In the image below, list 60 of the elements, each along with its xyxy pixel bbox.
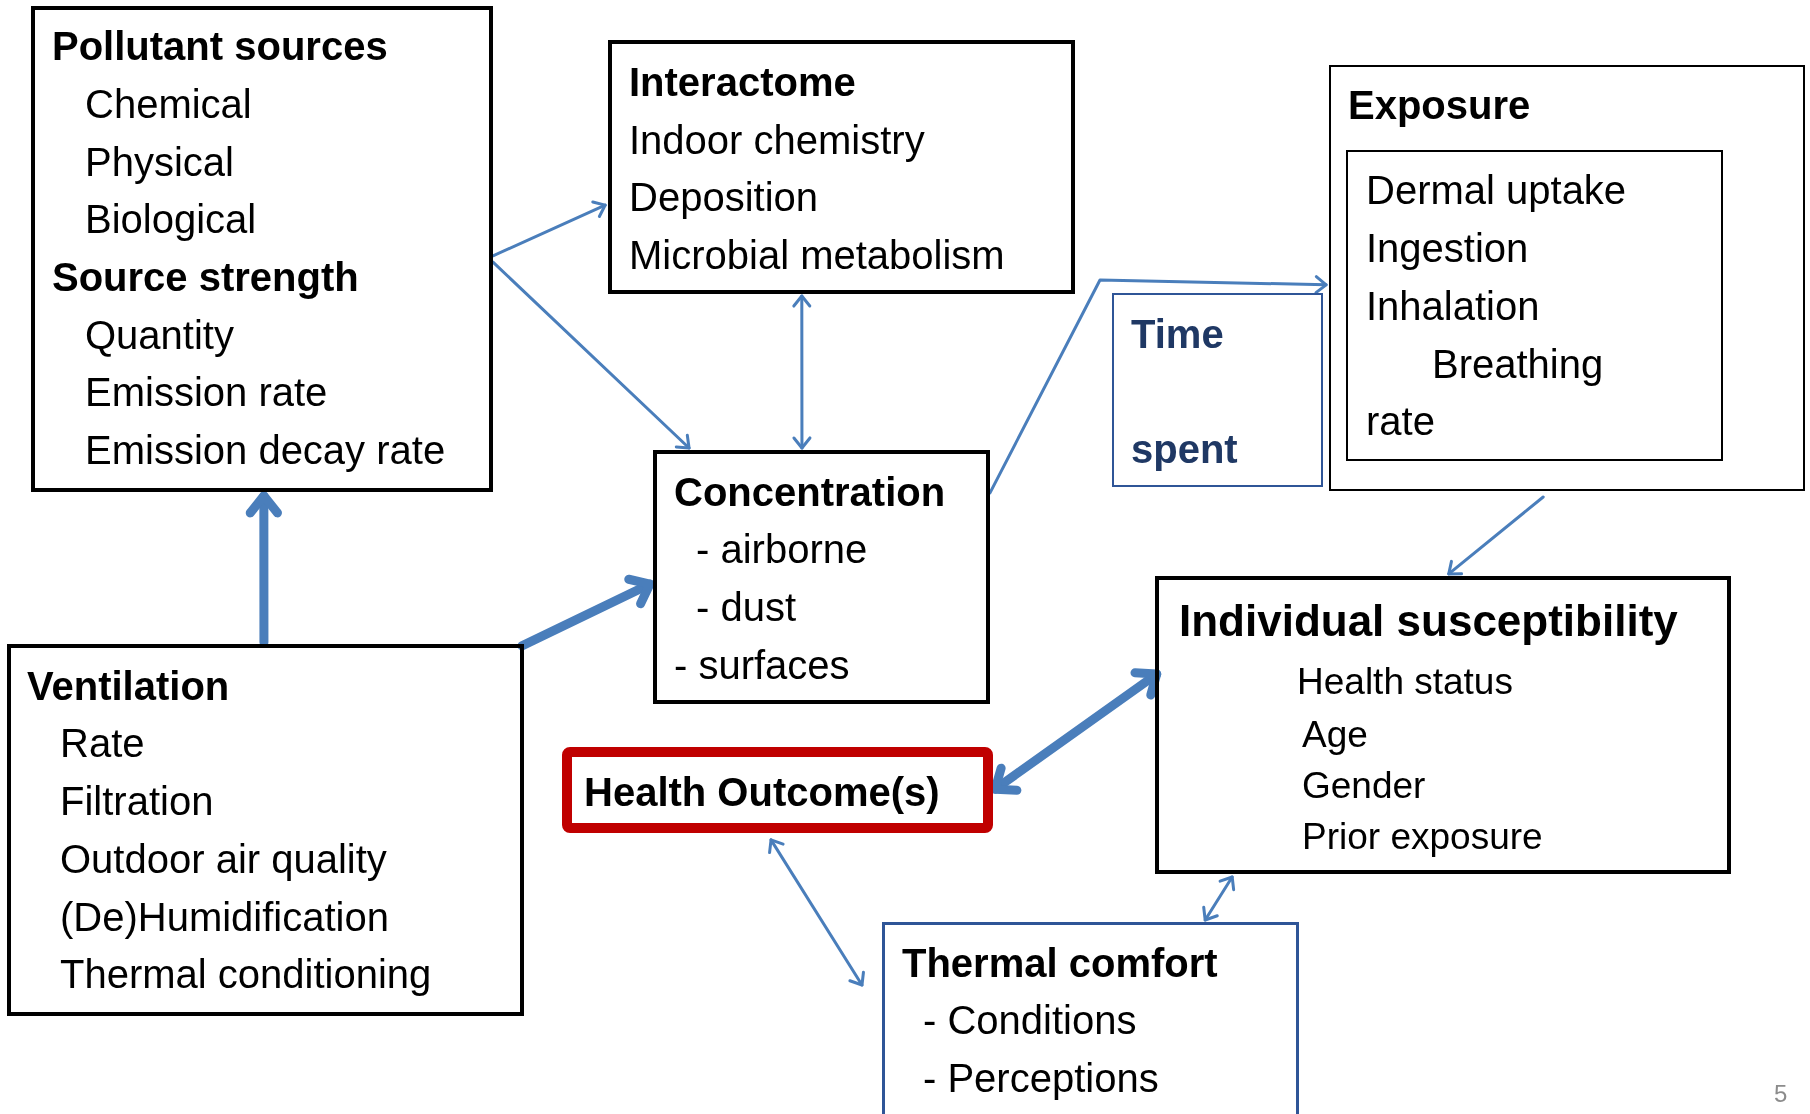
text-box	[562, 747, 993, 833]
list-item: Microbial metabolism	[629, 232, 1005, 279]
list-item: Rate	[60, 720, 145, 767]
box-heading: Concentration	[674, 469, 946, 516]
list-item: Quantity	[85, 312, 234, 359]
box-heading: Individual susceptibility	[1179, 594, 1678, 647]
list-item: Inhalation	[1366, 283, 1540, 330]
list-item: - dust	[696, 584, 797, 631]
text-box	[1329, 65, 1805, 491]
arrow	[988, 275, 1328, 495]
box-heading: Exposure	[1348, 82, 1531, 129]
box-heading: Time	[1131, 311, 1224, 358]
list-item: Emission decay rate	[85, 427, 446, 474]
list-item: (De)Humidification	[60, 894, 389, 941]
box-heading: spent	[1131, 426, 1238, 473]
arrow	[792, 294, 812, 450]
box-heading: Pollutant sources	[52, 23, 388, 70]
list-item: - airborne	[696, 526, 868, 573]
text-box	[7, 644, 524, 1016]
text-box	[608, 40, 1075, 294]
list-item: Deposition	[629, 174, 818, 221]
list-item: Thermal conditioning	[60, 951, 432, 998]
page-number: 5	[1774, 1080, 1788, 1108]
list-item: Age	[1302, 712, 1368, 757]
text-box	[31, 6, 493, 492]
list-item: Gender	[1302, 763, 1426, 808]
arrow	[1202, 875, 1236, 922]
list-item: Indoor chemistry	[629, 117, 925, 164]
arrow	[245, 491, 282, 647]
list-item: Ingestion	[1366, 225, 1529, 272]
text-box	[1112, 293, 1323, 487]
list-item: Outdoor air quality	[60, 836, 387, 883]
box-heading: Thermal comfort	[902, 940, 1218, 987]
box-heading: Health Outcome(s)	[584, 769, 940, 816]
arrow	[491, 200, 607, 258]
list-item: rate	[1366, 398, 1435, 445]
list-item: Prior exposure	[1302, 814, 1543, 859]
list-item: Emission rate	[85, 369, 328, 416]
box-heading: Ventilation	[27, 663, 230, 710]
list-item: Breathing	[1432, 341, 1604, 388]
arrow	[517, 574, 655, 651]
list-item: Dermal uptake	[1366, 167, 1627, 214]
list-item: Health status	[1297, 659, 1513, 704]
arrow	[990, 668, 1162, 795]
list-item: Physical	[85, 139, 234, 186]
text-box	[1155, 576, 1731, 874]
list-item: - Conditions	[923, 997, 1137, 1044]
text-box	[882, 922, 1299, 1114]
box-heading: Interactome	[629, 59, 856, 106]
text-box	[653, 450, 990, 704]
box-heading: Source strength	[52, 254, 359, 301]
list-item: Biological	[85, 196, 257, 243]
list-item: Filtration	[60, 778, 214, 825]
text-box	[1346, 150, 1723, 461]
list-item: - Perceptions	[923, 1055, 1159, 1102]
arrow	[768, 838, 865, 987]
list-item: Chemical	[85, 81, 252, 128]
arrow	[1447, 495, 1545, 576]
list-item: - surfaces	[674, 642, 850, 689]
arrow	[491, 260, 691, 450]
